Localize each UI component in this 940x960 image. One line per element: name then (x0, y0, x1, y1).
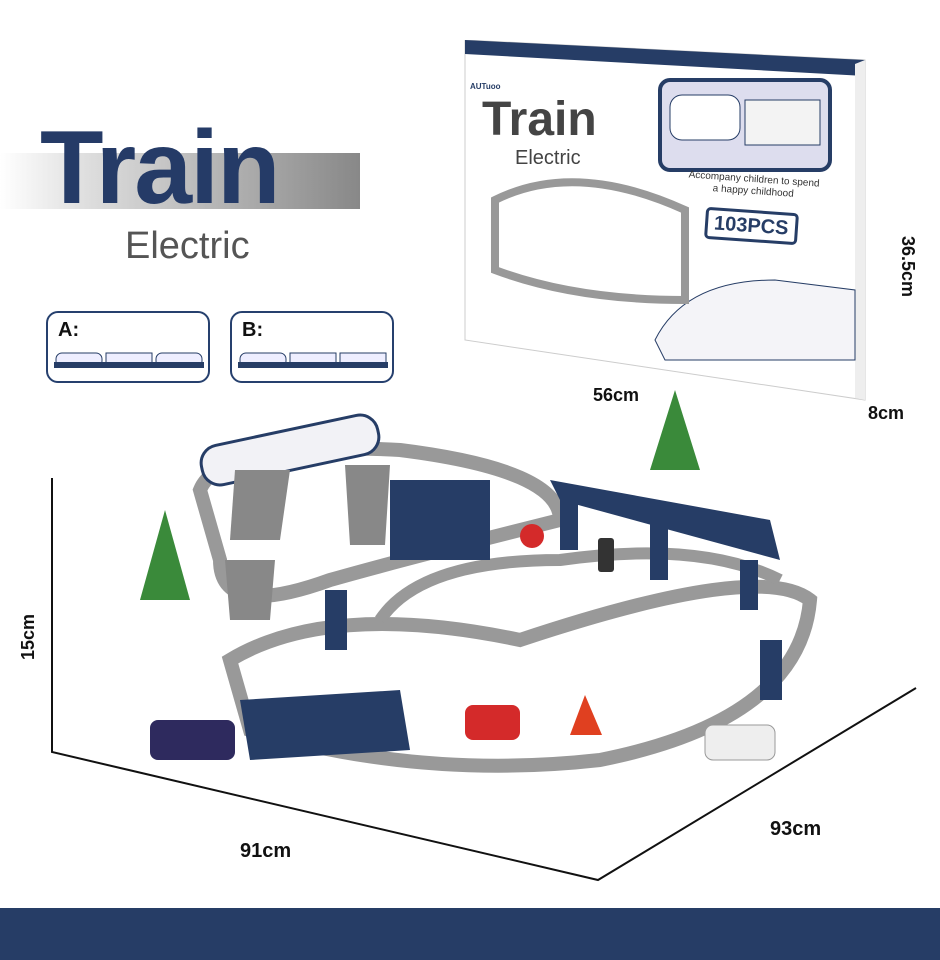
train-b-image (238, 352, 388, 368)
box-brand: AUTuoo (470, 82, 501, 91)
option-b-label: B: (242, 319, 264, 341)
box-width-label: 56cm (593, 385, 640, 405)
train-a-image (54, 352, 204, 368)
footer-bar (0, 908, 940, 960)
set-height-label: 15cm (18, 613, 38, 660)
main-title: Train (40, 110, 281, 226)
set-width-label: 91cm (240, 840, 292, 862)
option-a[interactable]: A: (46, 311, 210, 383)
box-depth-label: 8cm (868, 403, 905, 423)
title-gradient-bar (0, 153, 360, 209)
set-depth-label: 93cm (770, 818, 822, 840)
box-title: Train (482, 93, 597, 146)
main-subtitle: Electric (125, 225, 250, 267)
box-subtitle: Electric (515, 147, 581, 169)
product-box (464, 40, 866, 401)
option-b[interactable]: B: (230, 311, 394, 383)
option-a-label: A: (58, 319, 80, 341)
track-set-image (51, 390, 917, 882)
